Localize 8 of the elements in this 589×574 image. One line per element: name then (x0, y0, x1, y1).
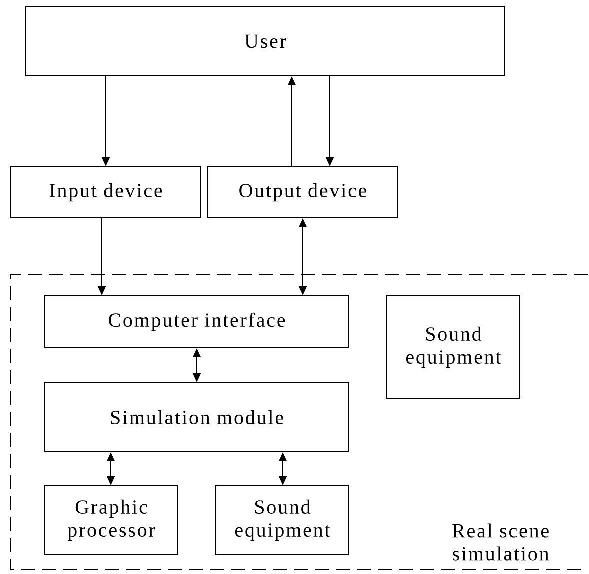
process-box: User (26, 6, 506, 76)
process-box: Output device (208, 166, 398, 218)
process-box: Simulation module (44, 382, 350, 452)
process-box: Sound equipment (216, 486, 350, 556)
process-box: Input device (10, 166, 202, 218)
process-box: Graphic processor (44, 486, 178, 556)
process-box: Computer interface (44, 296, 350, 348)
process-box: Sound equipment (386, 296, 520, 400)
